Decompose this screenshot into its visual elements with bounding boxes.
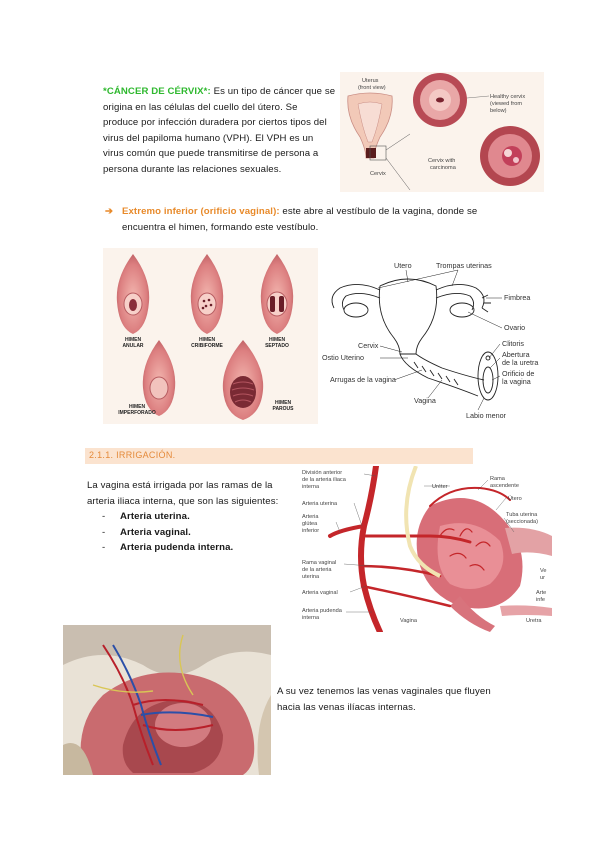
arteria-glutea-label: Arteria (302, 514, 319, 520)
svg-text:interna: interna (302, 484, 320, 490)
cervix-paragraph: *CÁNCER DE CÉRVIX*: Es un tipo de cáncer… (103, 86, 336, 175)
irrigation-paragraph: La vagina está irrigada por las ramas de… (87, 478, 307, 556)
clitoris-label: Clitoris (502, 339, 524, 348)
hymen-cribiforme: HIMEN CRIBIFORME (190, 254, 223, 349)
pelvis-illustration (63, 625, 271, 775)
svg-text:HIMEN: HIMEN (199, 337, 216, 343)
arteria-uterina-label: Arteria uterina (302, 501, 338, 507)
front-view-label: (front view) (358, 85, 386, 91)
svg-text:glútea: glútea (302, 521, 318, 527)
uterus-diagram: Utero Trompas uterinas Fimbrea Ovario Ce… (318, 258, 548, 426)
cervix-title: *CÁNCER DE CÉRVIX* (103, 86, 208, 97)
irrigation-heading-bar: 2.1.1. IRRIGACIÓN. (85, 448, 473, 464)
svg-text:PAROUS: PAROUS (272, 406, 294, 412)
uterus-line-drawing: Utero Trompas uterinas Fimbrea Ovario Ce… (322, 261, 538, 420)
orificio-label: Orificio de (502, 369, 534, 378)
uretra-label: Uretra (526, 618, 542, 624)
artery-list: -Arteria uterina. -Arteria vaginal. -Art… (87, 509, 307, 556)
carcinoma-label: Cervix with (428, 158, 455, 164)
hymen-figure: HIMEN ANULAR HIMEN CRIBIFORME HIMEN SEPT… (103, 248, 318, 424)
rama-ascendente-label: Rama (490, 476, 506, 482)
list-item: -Arteria vaginal. (102, 526, 191, 538)
svg-text:HIMEN: HIMEN (269, 337, 286, 343)
arrugas-label: Arrugas de la vagina (330, 375, 396, 384)
cervix-label-diagram: Cervix (358, 341, 379, 350)
svg-text:de la arteria iliaca: de la arteria iliaca (302, 477, 347, 483)
labio-menor-label: Labio menor (466, 411, 507, 420)
cervix-figure: Uterus (front view) Cervix Healthy cervi… (340, 72, 544, 192)
inferior-paragraph: ➔Extremo inferior (orificio vaginal): es… (105, 206, 478, 233)
svg-text:HIMEN: HIMEN (275, 400, 292, 406)
arteria-vaginal-label: Arteria vaginal (302, 590, 338, 596)
utero-label-artery: Útero (508, 495, 522, 502)
ovario-label: Ovario (504, 323, 525, 332)
healthy-cervix-label: Healthy cervix (490, 94, 525, 100)
svg-text:(seccionada): (seccionada) (506, 519, 538, 525)
svg-text:ANULAR: ANULAR (122, 343, 143, 349)
svg-text:ur: ur (540, 575, 545, 581)
tuba-uterina-label: Tuba uterina (506, 512, 538, 518)
svg-text:below): below) (490, 108, 507, 114)
svg-text:(viewed from: (viewed from (490, 101, 522, 107)
svg-text:inferior: inferior (302, 528, 319, 534)
artery-diagram: División anterior de la arteria iliaca i… (300, 466, 552, 632)
svg-text:ascendente: ascendente (490, 483, 519, 489)
hymen-types-illustration: HIMEN ANULAR HIMEN CRIBIFORME HIMEN SEPT… (116, 254, 294, 420)
list-item: -Arteria pudenda interna. (102, 542, 234, 553)
svg-text:uterina: uterina (302, 574, 320, 580)
division-label: División anterior (302, 470, 342, 476)
svg-text:la vagina: la vagina (502, 377, 531, 386)
svg-text:infe: infe (536, 597, 545, 603)
arteria-pudenda-label: Arteria pudenda (302, 608, 343, 614)
list-item: -Arteria uterina. (102, 511, 190, 522)
hymen-imperforado: HIMEN IMPERFORADO (118, 340, 176, 416)
pelvic-veins-illustration (63, 625, 271, 775)
pelvic-artery-illustration: División anterior de la arteria iliaca i… (302, 466, 552, 632)
abertura-label: Abertura (502, 350, 530, 359)
svg-text:Arte: Arte (536, 590, 546, 596)
svg-text:CRIBIFORME: CRIBIFORME (191, 343, 223, 349)
trompas-label: Trompas uterinas (436, 261, 492, 270)
ureter-label: Uréter (432, 484, 448, 490)
svg-text:carcinoma: carcinoma (430, 165, 457, 171)
irrigation-heading: 2.1.1. IRRIGACIÓN. (89, 450, 176, 460)
svg-text:de la arteria: de la arteria (302, 567, 332, 573)
utero-label: Utero (394, 261, 412, 270)
svg-text:Ve: Ve (540, 568, 547, 574)
hymen-anular: HIMEN ANULAR (116, 254, 150, 349)
svg-text:HIMEN: HIMEN (125, 337, 142, 343)
fimbrea-label: Fimbrea (504, 293, 530, 302)
inferior-title: Extremo inferior (orificio vaginal): (122, 206, 280, 217)
uterus-label: Uterus (362, 78, 379, 84)
hymen-septado: HIMEN SEPTADO (260, 254, 294, 349)
rama-vaginal-label: Rama vaginal (302, 560, 336, 566)
arrow-bullet-icon: ➔ (105, 206, 114, 217)
cervix-illustration: Uterus (front view) Cervix Healthy cervi… (347, 73, 540, 191)
cervix-label: Cervix (370, 171, 386, 177)
vagina-label: Vagina (414, 396, 436, 405)
hymen-parous: HIMEN PAROUS (222, 340, 294, 420)
vagina-label-artery: Vagina (400, 618, 418, 624)
veins-paragraph: A su vez tenemos las venas vaginales que… (277, 686, 491, 713)
svg-text:HIMEN: HIMEN (129, 404, 146, 410)
svg-text:IMPERFORADO: IMPERFORADO (118, 410, 156, 416)
svg-text:SEPTADO: SEPTADO (265, 343, 289, 349)
svg-text:interna: interna (302, 615, 320, 621)
svg-text:de la uretra: de la uretra (502, 358, 538, 367)
ostio-label: Ostio Uterino (322, 353, 364, 362)
